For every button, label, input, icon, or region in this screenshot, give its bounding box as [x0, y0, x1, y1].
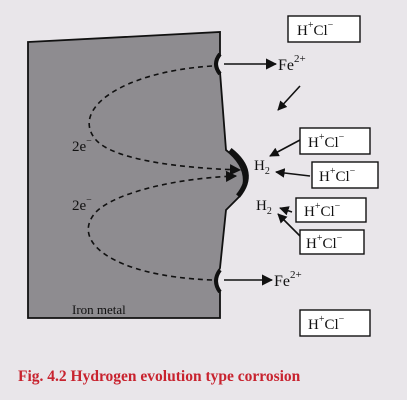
cathode-bulge — [228, 148, 249, 198]
svg-text:H+Cl−: H+Cl− — [308, 132, 345, 151]
h2-label-1: H2 — [254, 158, 270, 177]
acid-box-5: H+Cl− — [299, 229, 365, 255]
svg-text:H+Cl−: H+Cl− — [319, 166, 356, 185]
acid-arrow-2 — [269, 139, 301, 157]
electron-label-1: 2e− — [72, 136, 92, 155]
acid-arrow-5 — [277, 213, 301, 237]
electron-path-bottom — [87, 170, 238, 281]
metal-label: Iron metal — [72, 302, 126, 317]
electron-label-2: 2e− — [72, 195, 92, 214]
svg-text:H+Cl−: H+Cl− — [308, 314, 345, 333]
acid-arrow-4 — [279, 206, 293, 216]
acid-box-6: H+Cl− — [299, 309, 371, 337]
svg-text:H+Cl−: H+Cl− — [297, 20, 334, 39]
h2-label-2: H2 — [256, 198, 272, 217]
svg-text:H+Cl−: H+Cl− — [306, 233, 343, 252]
acid-arrow-3 — [275, 168, 311, 178]
anode-pit-top — [214, 52, 222, 76]
acid-box-4: H+Cl− — [295, 197, 367, 223]
acid-box-1: H+Cl− — [287, 15, 361, 43]
acid-box-3: H+Cl− — [311, 161, 379, 189]
svg-text:H+Cl−: H+Cl− — [304, 201, 341, 220]
figure-caption: Fig. 4.2 Hydrogen evolution type corrosi… — [18, 368, 301, 385]
anode-pit-bottom — [214, 268, 222, 294]
fe-ion-label-top: Fe2+ — [278, 53, 306, 74]
electron-path-top — [88, 65, 242, 176]
iron-metal-block — [27, 31, 245, 319]
fe-ion-label-bottom: Fe2+ — [274, 269, 302, 290]
acid-box-2: H+Cl− — [299, 127, 371, 155]
acid-arrow-1 — [277, 85, 301, 111]
